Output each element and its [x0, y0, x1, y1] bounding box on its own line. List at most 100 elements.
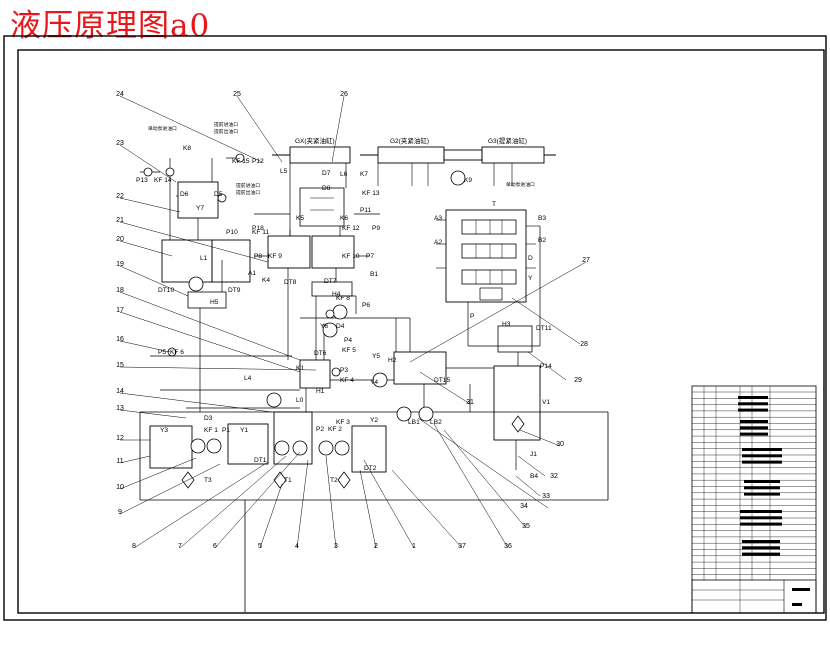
component-label-k6: K6: [340, 215, 348, 222]
component-label-dt10: DT10: [158, 287, 174, 294]
component-label-b4: B4: [530, 473, 538, 480]
pump-symbol: [322, 322, 338, 338]
callout-leader: [443, 429, 527, 529]
component-label-t: T: [492, 201, 496, 208]
callout-number: 33: [542, 493, 550, 500]
component-label-a2: A2: [434, 239, 442, 246]
gauge-symbol: [143, 167, 153, 177]
title-block-entry: [738, 408, 768, 412]
title-block-signature: [691, 579, 817, 614]
callout-leader: [179, 455, 287, 549]
component-label-lb1: LB1: [408, 419, 420, 426]
cylinder-label: GX(夹紧油缸): [295, 136, 335, 145]
callout-leader: [363, 459, 415, 549]
relief-valve: [479, 287, 503, 301]
component-label-j1: J1: [530, 451, 537, 458]
callout-leader: [119, 291, 301, 361]
callout-leader: [519, 429, 561, 447]
pump-symbol: [332, 304, 348, 320]
annotation-note: 提前出油口: [214, 128, 238, 135]
callout-number: 1: [412, 543, 416, 550]
gauge-symbol: [167, 347, 177, 357]
component-label-p5: P5: [158, 349, 166, 356]
component-label-y2: Y2: [370, 417, 378, 424]
component-label-l4: L4: [244, 375, 252, 382]
callout-number: 32: [550, 473, 558, 480]
component-label-kf12: KF 12: [342, 225, 360, 232]
pump-symbol: [274, 440, 290, 456]
title-block-entry: [740, 510, 782, 513]
component-label-kf8: KF 8: [336, 295, 350, 302]
annotation-note: 单动泵进油口: [506, 181, 535, 188]
filter-symbol: [337, 471, 351, 489]
title-block-entry: [740, 420, 768, 423]
callout-number: 22: [116, 193, 124, 200]
callout-leader: [119, 240, 173, 257]
callout-leader: [119, 463, 221, 515]
callout-number: 12: [116, 435, 124, 442]
component-label-h3: H3: [502, 321, 511, 328]
filter-symbol: [511, 415, 525, 433]
valve-block-mid-b: [311, 235, 355, 269]
component-label-p18: P18: [252, 225, 264, 232]
component-label-t2: T2: [330, 477, 338, 484]
callout-number: 18: [116, 287, 124, 294]
component-label-p14: P14: [540, 363, 552, 370]
component-label-b1: B1: [370, 271, 378, 278]
component-label-dt8: DT8: [284, 279, 297, 286]
pump-symbol: [334, 440, 350, 456]
callout-leader: [119, 311, 301, 373]
annotation-note: 提前进油口: [236, 182, 260, 189]
pump-symbol: [418, 406, 434, 422]
callout-leader: [417, 417, 549, 509]
component-label-dt11: DT11: [536, 325, 552, 332]
callout-leader: [214, 451, 301, 549]
callout-number: 30: [556, 441, 564, 448]
component-label-k7: K7: [360, 171, 368, 178]
cylinder-g3: [481, 146, 545, 164]
component-label-k1: K1: [296, 365, 304, 372]
component-label-y4: Y4: [370, 379, 378, 386]
component-label-l0: L0: [296, 397, 304, 404]
component-label-kf14: KF 14: [154, 177, 172, 184]
callout-leader: [409, 261, 587, 363]
annotation-note: 单动泵进油口: [148, 125, 177, 132]
pump-symbol: [396, 406, 412, 422]
cylinder-label: G3(提紧油缸): [488, 136, 527, 145]
title-block-entry: [744, 492, 780, 496]
component-label-kf5: KF 5: [342, 347, 356, 354]
callout-number: 27: [582, 257, 590, 264]
cylinder-g2: [377, 146, 445, 164]
callout-leader: [391, 469, 463, 549]
component-label-dt9: DT9: [228, 287, 241, 294]
callout-leader: [119, 95, 263, 163]
callout-leader: [119, 457, 197, 490]
callout-number: 24: [116, 91, 124, 98]
component-label-dt2: DT2: [364, 465, 377, 472]
valve-spool: [461, 243, 517, 259]
title-block-entry: [744, 480, 780, 483]
component-label-k5: K5: [296, 215, 304, 222]
component-label-l6: L6: [340, 171, 348, 178]
valve-spool: [461, 219, 517, 235]
title-block-entry: [740, 426, 768, 430]
callout-number: 3: [334, 543, 338, 550]
component-label-k4: K4: [262, 277, 270, 284]
manifold-block: [445, 209, 527, 303]
callout-number: 4: [295, 543, 299, 550]
cylinder-label: G2(夹紧油缸): [390, 136, 429, 145]
component-label-p8: P8: [254, 253, 262, 260]
component-label-d: D: [528, 255, 533, 262]
pump-symbol: [266, 392, 282, 408]
title-block-entry: [742, 460, 782, 464]
component-label-p: P: [470, 313, 475, 320]
component-label-y6: Y6: [320, 323, 328, 330]
component-label-h1: H1: [316, 388, 325, 395]
directional-valve: [299, 359, 331, 389]
callout-number: 8: [132, 543, 136, 550]
title-block-entry: [738, 396, 768, 399]
callout-leader: [419, 371, 471, 405]
callout-leader: [119, 366, 317, 371]
callout-leader: [119, 409, 187, 419]
